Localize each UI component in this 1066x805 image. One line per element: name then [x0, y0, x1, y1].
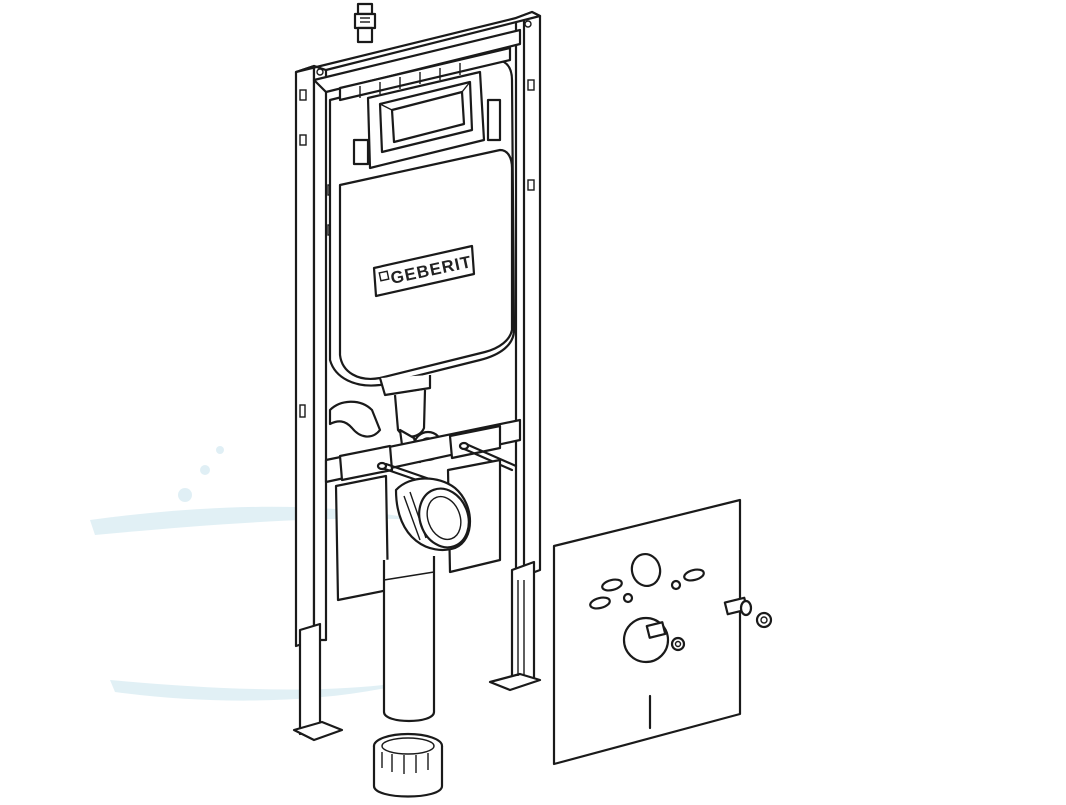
pipe-sleeve-fitting	[372, 732, 444, 798]
mounting-frame	[292, 10, 542, 742]
supply-valve-connector	[353, 2, 377, 44]
concealed-cistern	[328, 46, 516, 438]
frame-holes	[299, 20, 535, 418]
sound-insulation-plate	[552, 498, 742, 766]
waste-bend	[334, 458, 502, 602]
bracket-crossbar	[324, 418, 522, 490]
mounting-bolt-washer	[723, 596, 773, 629]
drain-pipe	[382, 556, 436, 722]
